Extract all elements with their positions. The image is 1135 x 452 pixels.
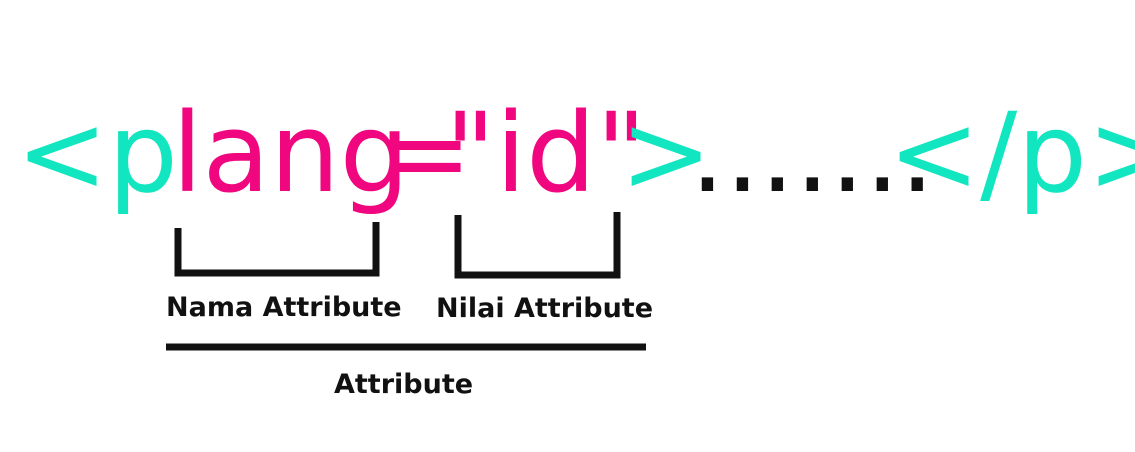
- element-content-dots: .......: [690, 89, 935, 217]
- attribute-label: Attribute: [334, 369, 474, 400]
- close-tag: </p>: [888, 89, 1135, 217]
- attribute-name-bracket: [174, 222, 380, 277]
- open-tag-start: <p: [16, 89, 178, 217]
- attribute-value-code: "id": [445, 89, 647, 217]
- attribute-name-label: Nama Attribute: [166, 292, 402, 323]
- attribute-value-bracket: [454, 212, 621, 279]
- attribute-name-code: lang: [172, 89, 410, 217]
- open-tag-end: >: [620, 89, 713, 217]
- attribute-value-label: Nilai Attribute: [436, 293, 654, 324]
- equals-sign: =: [380, 89, 473, 217]
